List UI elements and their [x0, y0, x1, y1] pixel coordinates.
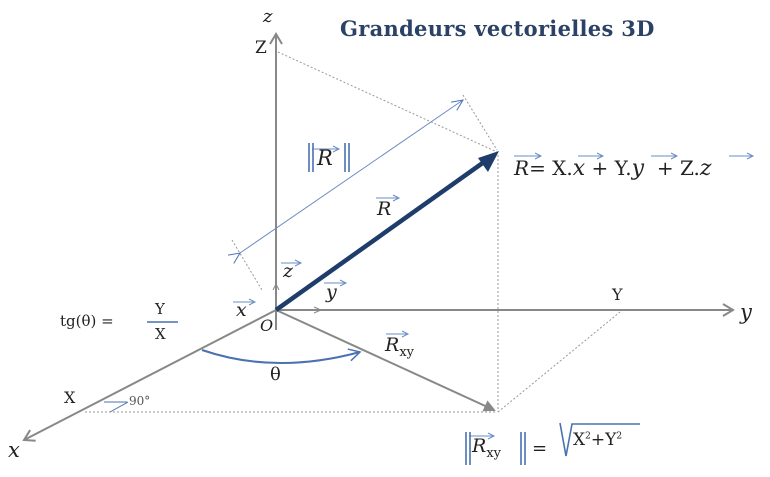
theta-arc — [201, 348, 362, 365]
x-axis — [22, 309, 277, 442]
Y-tick-label: Y — [612, 285, 623, 304]
Z-tick-label: Z — [255, 38, 267, 58]
eq-y: y — [631, 156, 645, 181]
tangent-denominator: X — [155, 325, 166, 343]
radicand-X: X — [573, 430, 586, 450]
norm-xy-formula: Rxy — [472, 437, 501, 460]
eq-x: x — [572, 156, 586, 181]
norm-dimension — [228, 99, 464, 291]
exp-a: 2 — [585, 431, 591, 442]
radicand-Y: +Y — [590, 430, 617, 450]
y-axis-label: y — [740, 300, 752, 324]
eq-Z: + Z. — [644, 156, 700, 180]
eq-X: = X. — [529, 156, 573, 180]
X-tick-label: X — [64, 388, 76, 407]
eq-z: z — [699, 156, 712, 181]
eq-R: R — [514, 156, 530, 180]
page-title: Grandeurs vectorielles 3D — [340, 16, 655, 41]
projection-label: Rxy — [385, 336, 414, 359]
unit-vector-x: x — [236, 299, 247, 321]
unit-vector-z: z — [283, 260, 294, 282]
projection-vector — [275, 309, 496, 412]
unit-vector-y: y — [326, 281, 337, 303]
eq-Y: + Y. — [585, 156, 632, 180]
tangent-formula: tg(θ) = — [60, 312, 114, 330]
origin-label: O — [260, 316, 274, 335]
construction-lines — [85, 51, 621, 413]
vector-equation: R= X.x + Y.y + Z.z — [514, 158, 711, 180]
x-axis-label: x — [8, 438, 20, 462]
z-axis-label: z — [263, 6, 273, 27]
norm-xy-R: R — [472, 435, 487, 457]
theta-label: θ — [270, 364, 281, 385]
norm-R-label: R — [317, 146, 333, 170]
vector-R-label: R — [377, 198, 392, 220]
projection-R: R — [385, 334, 400, 356]
projection-sub: xy — [399, 344, 414, 360]
exp-b: 2 — [616, 431, 623, 442]
norm-xy-sub: xy — [486, 445, 501, 461]
tangent-numerator: Y — [155, 300, 165, 318]
norm-xy-radicand: X2+Y2 — [573, 432, 622, 449]
vector-R — [274, 160, 486, 312]
right-angle-label: 90° — [129, 394, 151, 408]
norm-xy-eq: = — [532, 438, 548, 459]
